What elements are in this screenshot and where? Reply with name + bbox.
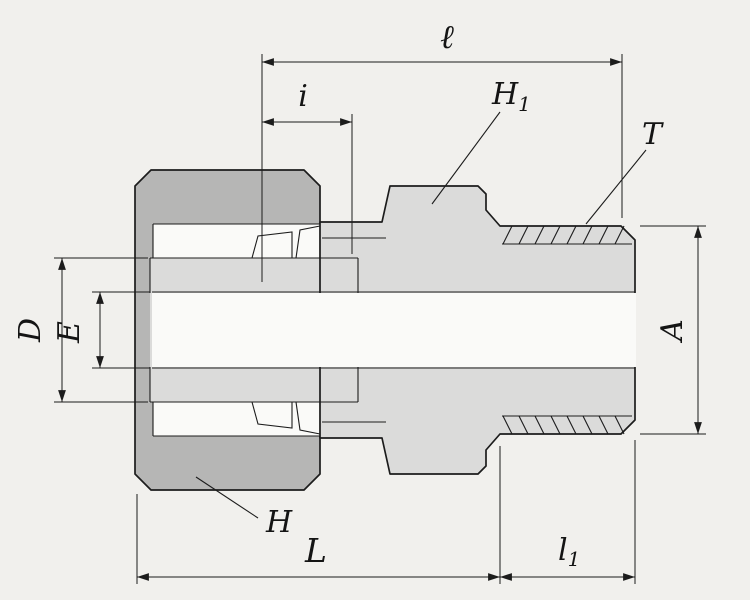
t-leader-line (585, 149, 647, 225)
dim-label-d: D (13, 318, 48, 343)
dim-label-e: E (52, 321, 87, 344)
fitting (134, 169, 636, 491)
dimension-d: D (13, 257, 148, 403)
thread-flank-lines-bottom (502, 415, 625, 435)
dimension-l1: l1 (500, 440, 636, 584)
tube-outline (149, 257, 359, 403)
dimension-a: A (640, 225, 706, 435)
dim-label-h: H (265, 505, 293, 540)
h-leader-line (195, 476, 259, 519)
callout-t: T (585, 117, 664, 225)
dim-label-a: A (655, 319, 690, 344)
dimension-i: i (262, 79, 353, 254)
dim-label-ell: ℓ (440, 17, 454, 56)
callout-h1: H1 (431, 77, 531, 205)
bore-lines (152, 291, 635, 369)
callout-h: H (195, 476, 293, 540)
nut-cavity-outline (152, 223, 320, 437)
dim-label-l: L (304, 531, 327, 570)
thread-hatching (502, 225, 632, 435)
dimensions: ℓ i H1 T A (13, 17, 706, 584)
dim-label-t: T (642, 117, 664, 152)
dimension-l: L (136, 446, 501, 584)
dimension-e: E (52, 291, 150, 369)
dimension-ell: ℓ (261, 17, 623, 282)
h1-leader-line (431, 111, 501, 205)
through-bore (152, 293, 636, 367)
dim-label-h1: H1 (491, 77, 531, 116)
body-counterbore-lines (322, 237, 386, 423)
dim-label-i: i (298, 79, 308, 114)
dim-label-l1: l1 (558, 533, 580, 571)
thread-flank-lines-top (502, 225, 625, 245)
